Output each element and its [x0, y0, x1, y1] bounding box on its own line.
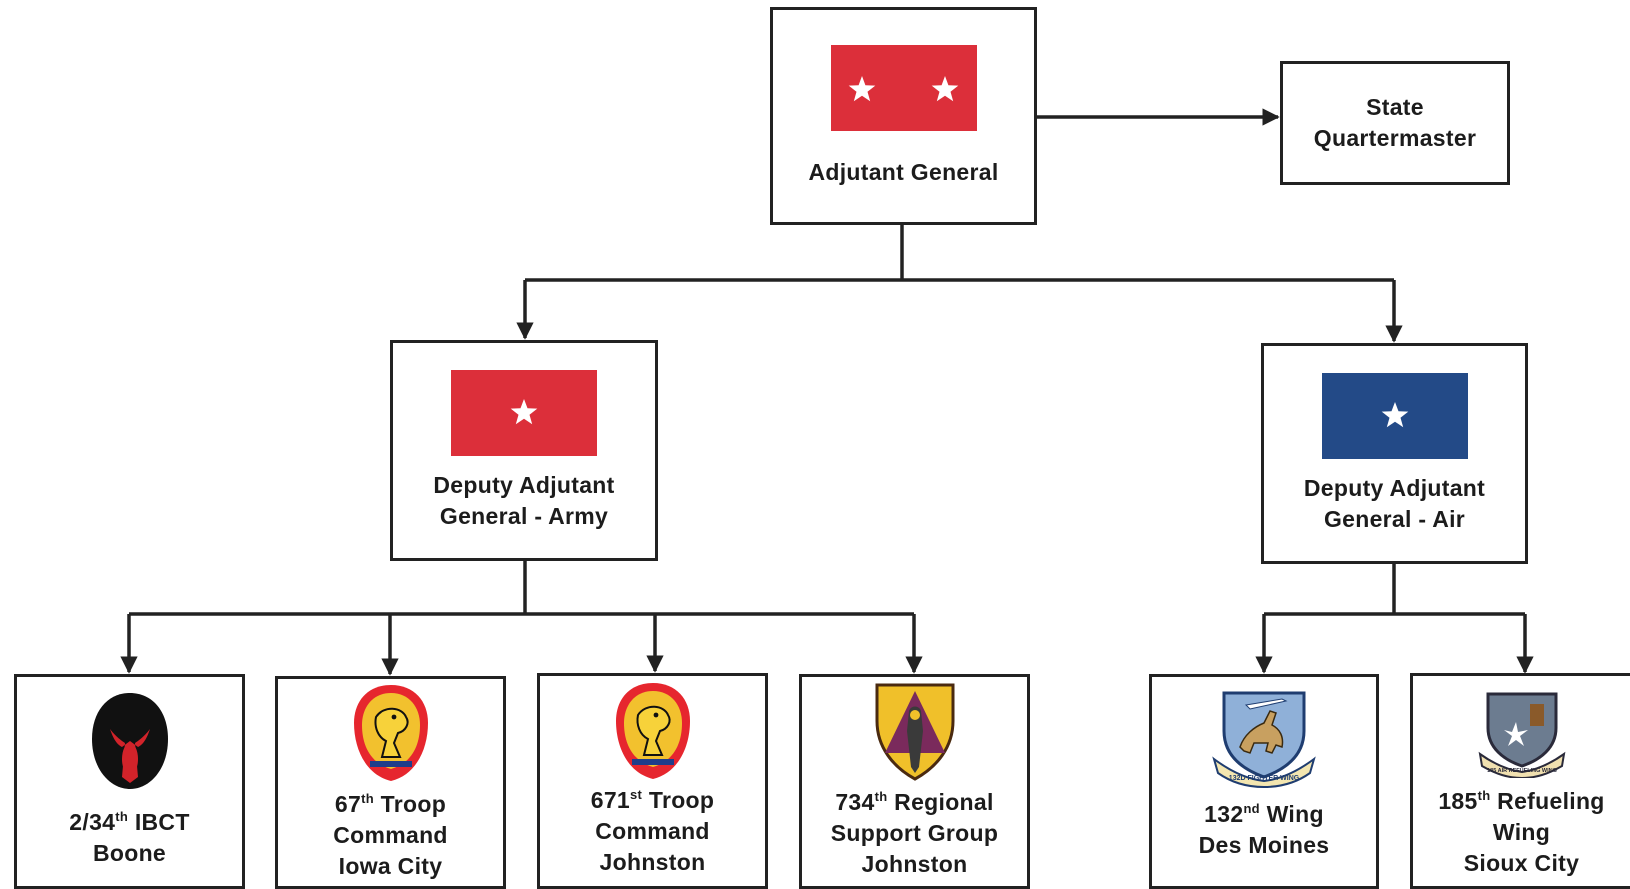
label-line-2: General - Army	[439, 502, 609, 529]
label-line-3: Johnston	[861, 851, 968, 877]
unit-number: 132	[1204, 801, 1244, 827]
label-line-1: Deputy Adjutant	[433, 471, 615, 498]
label-line-1: Deputy Adjutant	[1303, 474, 1486, 501]
shield-pike	[906, 706, 923, 773]
dag-army-box[interactable]: Deputy Adjutant General - Army	[390, 340, 658, 561]
red-bull-patch-icon	[91, 693, 168, 789]
emblem-tower	[1529, 704, 1544, 726]
eagle-eye	[391, 714, 396, 720]
label-line-1: 2/34th IBCT	[69, 807, 189, 838]
label-line-2: Des Moines	[1198, 832, 1330, 858]
unit-box-67th-troop-command[interactable]: 67th Troop Command Iowa City	[275, 676, 506, 889]
unit-number: 185	[1438, 788, 1478, 814]
unit-number: 734	[835, 789, 875, 815]
dag-air-label: Deputy Adjutant General - Air	[1304, 473, 1485, 535]
unit-label: 671st Troop Command Johnston	[591, 785, 715, 878]
star	[510, 398, 538, 424]
label-line-3: Sioux City	[1463, 850, 1580, 876]
unit-label: 132nd Wing Des Moines	[1199, 799, 1330, 861]
label-line-1: 671st Troop	[591, 785, 715, 816]
shield-boss	[909, 710, 920, 720]
eagle-head	[374, 707, 409, 758]
unit-ordinal: th	[115, 809, 129, 824]
emblem-star-burst	[1503, 722, 1528, 746]
emblem-horse-rider	[1239, 710, 1284, 754]
dag-air-box[interactable]: Deputy Adjutant General - Air	[1261, 343, 1528, 564]
unit-number: 671	[590, 787, 631, 813]
unit-label: 2/34th IBCT Boone	[69, 807, 189, 869]
unit-type: Wing	[1259, 801, 1324, 827]
refueling-wing-emblem-icon: 185 AIR REFUELING WING	[1478, 692, 1565, 778]
unit-box-2-34-ibct[interactable]: 2/34th IBCT Boone	[14, 674, 245, 889]
emblem-scroll-text: 132D FIGHTER WING	[1229, 775, 1300, 782]
emblem-scroll-text: 185 AIR REFUELING WING	[1487, 768, 1557, 774]
unit-ordinal: th	[874, 789, 888, 804]
unit-box-185th-refueling-wing[interactable]: 185 AIR REFUELING WING 185th Refueling W…	[1410, 673, 1630, 889]
label-line-1: 185th Refueling	[1438, 786, 1604, 817]
unit-ordinal: th	[361, 791, 374, 806]
star-left	[848, 75, 875, 101]
eagle-head	[636, 705, 671, 756]
dag-army-label: Deputy Adjutant General - Army	[433, 470, 614, 532]
patch-band	[631, 759, 674, 765]
unit-number: 67	[334, 791, 362, 817]
label-line-1: 734th Regional	[831, 787, 998, 818]
emblem-scroll	[1478, 751, 1565, 778]
unit-type: Regional	[887, 789, 994, 815]
label-line-2: Support Group	[830, 820, 999, 846]
emblem-shield	[1486, 692, 1557, 768]
star-right	[931, 75, 958, 101]
adjutant-general-label: Adjutant General	[808, 158, 999, 185]
unit-type: IBCT	[128, 809, 190, 835]
eagle-patch-icon	[353, 685, 428, 781]
unit-ordinal: th	[1477, 788, 1491, 803]
one-star-red-flag	[451, 369, 597, 456]
fighter-wing-emblem-icon: 132D FIGHTER WING	[1212, 691, 1316, 789]
unit-number: 2/34	[69, 809, 116, 835]
label-line-2: Command	[595, 818, 710, 844]
adjutant-general-box[interactable]: Adjutant General	[770, 7, 1037, 225]
label-line-2: General - Air	[1323, 505, 1466, 532]
label-line-1: 67th Troop	[333, 789, 448, 820]
two-star-red-flag	[830, 44, 977, 131]
label-line-3: Iowa City	[338, 853, 443, 879]
state-quartermaster-label: State Quartermaster	[1314, 92, 1476, 154]
unit-type: Troop	[373, 791, 447, 817]
unit-ordinal: st	[630, 787, 643, 802]
label-line-2: Wing	[1492, 819, 1551, 845]
eagle-patch-icon	[615, 683, 690, 779]
patch-band	[369, 761, 412, 767]
unit-box-132nd-wing[interactable]: 132D FIGHTER WING 132nd Wing Des Moines	[1149, 674, 1379, 889]
support-group-shield-icon	[875, 683, 954, 781]
label-line-2: Boone	[92, 840, 167, 866]
eagle-eye	[653, 712, 658, 718]
unit-label: 734th Regional Support Group Johnston	[831, 787, 998, 880]
label-line-3: Johnston	[599, 849, 706, 875]
state-quartermaster-box[interactable]: State Quartermaster	[1280, 61, 1510, 185]
label-line-1: 132nd Wing	[1199, 799, 1330, 830]
unit-type: Troop	[642, 787, 715, 813]
emblem-scroll	[1212, 756, 1316, 789]
unit-ordinal: nd	[1243, 801, 1260, 816]
unit-box-734th-regional-support-group[interactable]: 734th Regional Support Group Johnston	[799, 674, 1030, 889]
emblem-jet	[1244, 698, 1288, 710]
unit-box-671st-troop-command[interactable]: 671st Troop Command Johnston	[537, 673, 768, 889]
unit-label: 67th Troop Command Iowa City	[333, 789, 448, 882]
label-line-2: Command	[333, 822, 448, 848]
star	[1381, 401, 1408, 427]
label-line-1: State	[1366, 94, 1424, 120]
one-star-blue-flag	[1321, 372, 1468, 459]
bull-face	[121, 743, 138, 775]
unit-type: Refueling	[1490, 788, 1605, 814]
unit-label: 185th Refueling Wing Sioux City	[1438, 786, 1604, 879]
label-line-2: Quartermaster	[1313, 125, 1477, 151]
